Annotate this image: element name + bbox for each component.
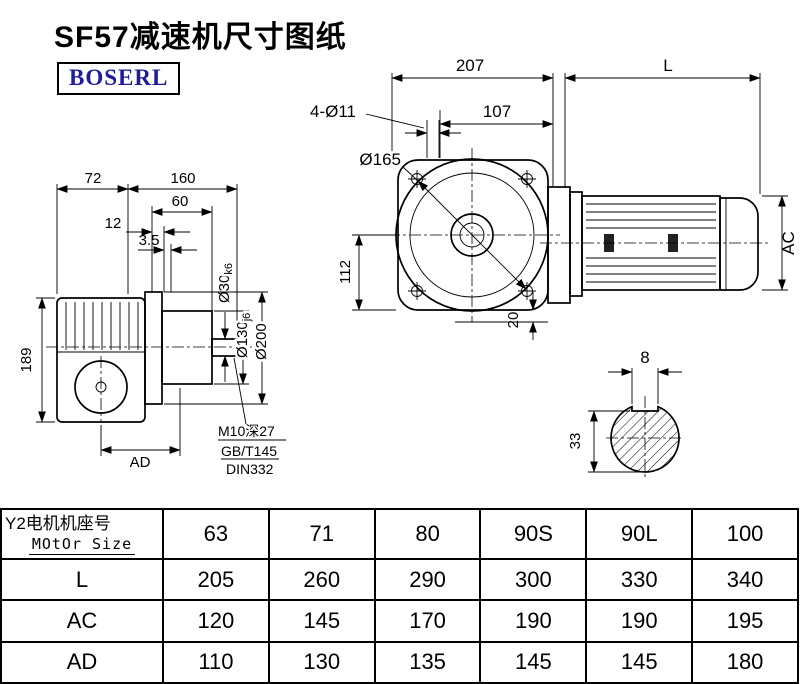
flange-face [388, 148, 560, 323]
dia-shaft-label: Ø30k6 [216, 263, 235, 303]
dim-3-5-label: 3.5 [139, 232, 160, 249]
adapter-housing [547, 186, 571, 304]
dim-112-label: 112 [337, 260, 354, 284]
table-row-AC: AC 120 145 170 190 190 195 [0, 599, 799, 643]
dim-160-label: 160 [170, 170, 195, 187]
dia-165-label: Ø165 [359, 150, 401, 169]
row-label-L: L [0, 557, 164, 602]
output-flange-plate [144, 291, 163, 405]
value-cell: 195 [691, 599, 799, 643]
motor [540, 186, 770, 304]
dim-ad-label: AD [130, 454, 151, 471]
shaft-section-view: 8 33 [567, 348, 684, 480]
value-cell: 135 [373, 640, 482, 684]
fan-cover [719, 197, 759, 291]
row-label-AD: AD [0, 640, 164, 684]
value-cell: 130 [267, 640, 376, 684]
row-label-AC: AC [0, 599, 164, 643]
dim-L-label: L [663, 56, 672, 75]
header-line2: MOtOr Size [3, 535, 161, 555]
dim-12-label: 12 [105, 215, 122, 232]
dim-72-label: 72 [85, 170, 102, 187]
value-cell: 145 [479, 640, 588, 684]
value-cell: 145 [585, 640, 694, 684]
table-header-row: Y2电机机座号 MOtOr Size 63 71 80 90S 90L 100 [0, 508, 799, 560]
front-view-dimensions: 207 L 107 4-Ø11 Ø165 [310, 56, 798, 340]
housing-fins [65, 302, 139, 350]
dia-flange-label: Ø200 [253, 323, 270, 360]
brand-text: BOSERL [69, 65, 169, 90]
brand-logo: BOSERL [57, 62, 181, 95]
dim-33-label: 33 [567, 433, 584, 450]
dim-8-label: 8 [640, 348, 649, 367]
frame-size-80: 80 [373, 508, 482, 560]
dia-spigot-label: Ø130j6 [234, 313, 253, 358]
value-cell: 290 [373, 557, 482, 602]
value-cell: 120 [162, 599, 270, 643]
header-line1: Y2电机机座号 [5, 514, 111, 534]
value-cell: 205 [162, 557, 270, 602]
value-cell: 180 [691, 640, 799, 684]
bolt-holes [408, 170, 536, 300]
value-cell: 170 [373, 599, 482, 643]
std-din-label: DIN332 [226, 461, 274, 477]
front-view: 207 L 107 4-Ø11 Ø165 [310, 56, 798, 340]
side-view: 72 160 60 12 3.5 [18, 170, 286, 477]
dim-107-label: 107 [483, 102, 511, 121]
motor-fins [586, 203, 716, 283]
value-cell: 145 [267, 599, 376, 643]
value-cell: 340 [691, 557, 799, 602]
std-gb-label: GB/T145 [221, 443, 277, 459]
bolt-holes-label: 4-Ø11 [310, 102, 356, 121]
dim-189-label: 189 [18, 347, 35, 372]
dim-20-label: 20 [505, 312, 522, 329]
value-cell: 260 [267, 557, 376, 602]
spec-table: Y2电机机座号 MOtOr Size 63 71 80 90S 90L 100 … [0, 508, 799, 684]
flange-hub [161, 310, 213, 385]
frame-size-90L: 90L [585, 508, 694, 560]
page-title: SF57减速机尺寸图纸 [54, 21, 347, 54]
dim-ac-label: AC [779, 231, 798, 255]
motor-flange [569, 191, 583, 297]
frame-size-63: 63 [162, 508, 270, 560]
value-cell: 190 [585, 599, 694, 643]
value-cell: 330 [585, 557, 694, 602]
table-row-AD: AD 110 130 135 145 145 180 [0, 640, 799, 684]
dim-60-label: 60 [172, 193, 189, 210]
technical-drawing: 72 160 60 12 3.5 [18, 56, 798, 480]
value-cell: 300 [479, 557, 588, 602]
motor-size-header: Y2电机机座号 MOtOr Size [0, 508, 164, 560]
value-cell: 190 [479, 599, 588, 643]
table-row-L: L 205 260 290 300 330 340 [0, 557, 799, 602]
frame-size-100: 100 [691, 508, 799, 560]
value-cell: 110 [162, 640, 270, 684]
frame-size-71: 71 [267, 508, 376, 560]
gearbox-housing [46, 291, 252, 423]
frame-size-90S: 90S [479, 508, 588, 560]
side-view-dimensions: 72 160 60 12 3.5 [18, 170, 286, 477]
tap-note-label: M10深27 [218, 423, 275, 439]
dim-207-label: 207 [456, 56, 484, 75]
